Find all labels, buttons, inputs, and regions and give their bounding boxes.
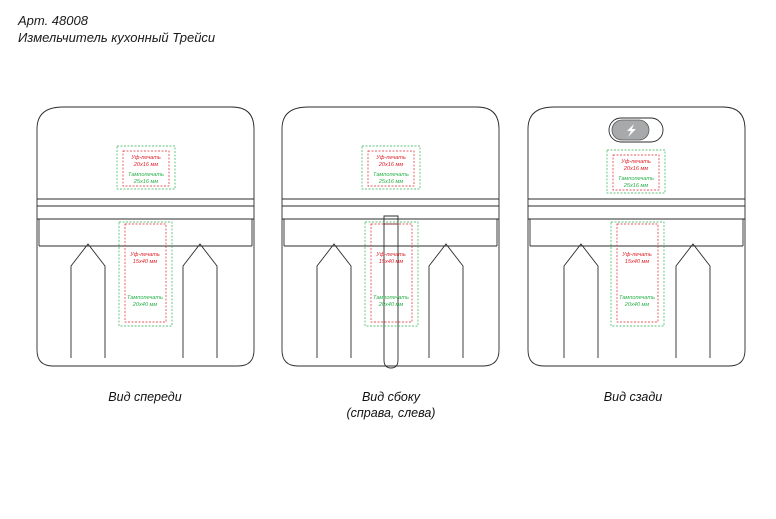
back-chopper-outline [527, 106, 746, 367]
back-bottom-pad-size: 20х40 мм [624, 302, 650, 308]
side-leg-right [428, 243, 464, 358]
document-header: Арт. 48008 Измельчитель кухонный Трейси [18, 12, 215, 46]
front-chopper-outline [36, 106, 255, 367]
back-top-uv-label: Уф-печать [620, 159, 651, 165]
product-name: Измельчитель кухонный Трейси [18, 30, 216, 45]
side-view: Уф-печать 20х16 мм Тампопечать 25х16 мм … [281, 106, 500, 420]
side-top-pad-zone [361, 145, 421, 190]
side-view-caption-sub: (справа, слева) [347, 406, 436, 420]
front-view-caption: Вид спереди [108, 390, 181, 404]
front-bottom-pad-zone [118, 221, 173, 327]
side-top-uv-size: 20х16 мм [378, 162, 404, 168]
side-top-pad-label: Тампопечать [373, 172, 409, 178]
side-bottom-uv-label: Уф-печать [375, 252, 406, 258]
front-bottom-pad-label: Тампопечать [127, 295, 163, 301]
power-switch [608, 117, 664, 143]
back-leg-left [563, 243, 599, 358]
side-bottom-uv-size: 15х40 мм [379, 259, 404, 265]
front-view: Уф-печать 20х16 мм Тампопечать 25х16 мм … [36, 106, 255, 404]
side-bottom-pad-label: Тампопечать [373, 295, 409, 301]
side-top-uv-label: Уф-печать [375, 155, 406, 161]
front-top-uv-zone [122, 150, 170, 187]
back-top-uv-zone [612, 154, 660, 191]
side-bottom-pad-size: 20х40 мм [378, 302, 404, 308]
side-view-caption: Вид сбоку [362, 390, 421, 404]
side-top-uv-zone [367, 150, 415, 187]
front-leg-right [182, 243, 218, 358]
side-handle-rail [383, 215, 399, 369]
back-bottom-uv-size: 15х40 мм [625, 259, 650, 265]
front-top-pad-size: 25х16 мм [133, 179, 159, 185]
side-leg-left [316, 243, 352, 358]
back-view-caption: Вид сзади [604, 390, 662, 404]
back-top-pad-label: Тампопечать [618, 176, 654, 182]
front-bottom-uv-size: 15х40 мм [133, 259, 158, 265]
front-bottom-pad-size: 20х40 мм [132, 302, 158, 308]
side-bottom-pad-zone [364, 221, 419, 327]
lightning-icon [627, 124, 636, 137]
back-view: Уф-печать 20х16 мм Тампопечать 25х16 мм … [527, 106, 746, 404]
front-top-pad-zone [116, 145, 176, 190]
front-leg-left [70, 243, 106, 358]
front-bottom-uv-label: Уф-печать [129, 252, 160, 258]
side-top-pad-size: 25х16 мм [378, 179, 404, 185]
front-top-pad-label: Тампопечать [128, 172, 164, 178]
back-top-pad-zone [606, 149, 666, 194]
side-bottom-uv-zone [370, 223, 413, 323]
front-top-uv-label: Уф-печать [130, 155, 161, 161]
back-bottom-uv-zone [616, 223, 659, 323]
back-bottom-uv-label: Уф-печать [621, 252, 652, 258]
front-bottom-uv-zone [124, 223, 167, 323]
back-top-uv-size: 20х16 мм [623, 166, 649, 172]
back-bottom-pad-zone [610, 221, 665, 327]
back-leg-right [675, 243, 711, 358]
front-top-uv-size: 20х16 мм [133, 162, 159, 168]
back-top-pad-size: 25х16 мм [623, 183, 649, 189]
back-bottom-pad-label: Тампопечать [619, 295, 655, 301]
side-chopper-outline [281, 106, 500, 367]
article-number: Арт. 48008 [18, 13, 88, 28]
